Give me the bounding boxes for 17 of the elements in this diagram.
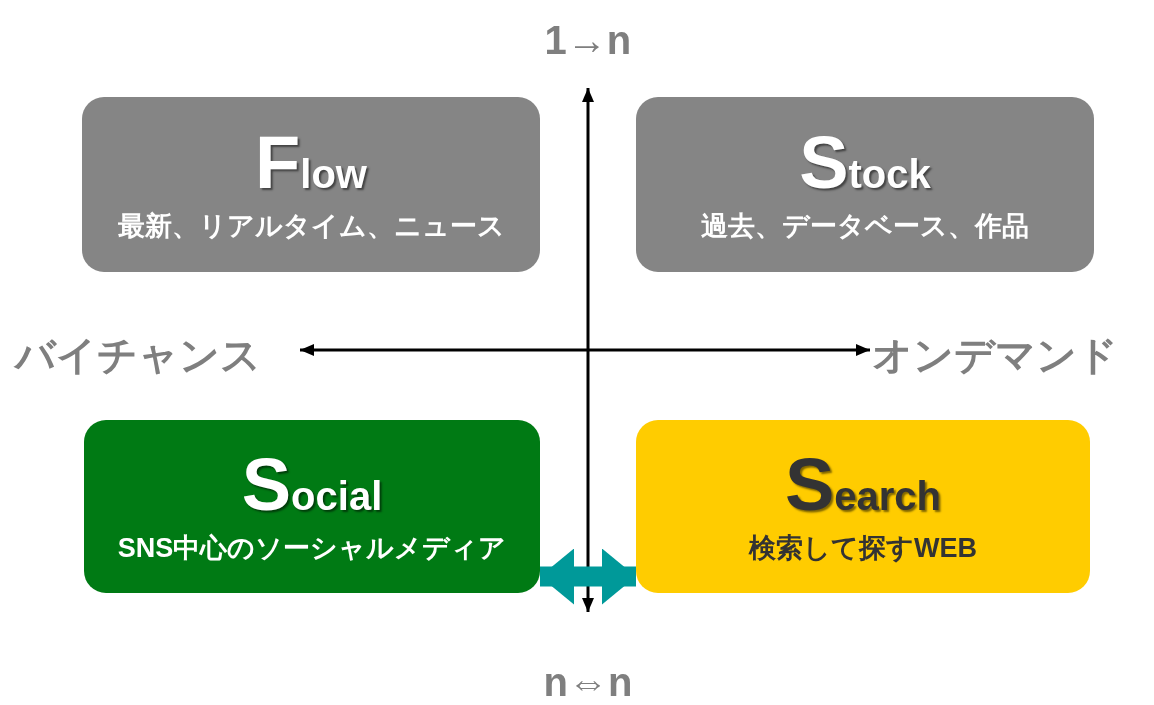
flow-card (82, 97, 540, 272)
axis-label: バイチャンス (15, 332, 261, 379)
card-subtitle: 過去、データベース、作品 (701, 209, 1029, 243)
axis-label: 1→n (544, 18, 632, 63)
card-subtitle: 最新、リアルタイム、ニュース (117, 209, 505, 243)
social-card (84, 420, 540, 593)
card-title: Search (784, 447, 942, 522)
card-title: Flow (255, 125, 367, 200)
card-title: Social (241, 447, 383, 522)
double-arrow (540, 548, 636, 605)
card-title: Stock (799, 125, 931, 200)
card-subtitle: 検索して探すWEB (749, 531, 977, 565)
search-card (636, 420, 1090, 593)
card-subtitle: SNS中心のソーシャルメディア (117, 531, 507, 565)
axis-label: オンデマンド (872, 332, 1118, 379)
axis-label: n⇔n (543, 660, 633, 705)
stock-card (636, 97, 1094, 272)
